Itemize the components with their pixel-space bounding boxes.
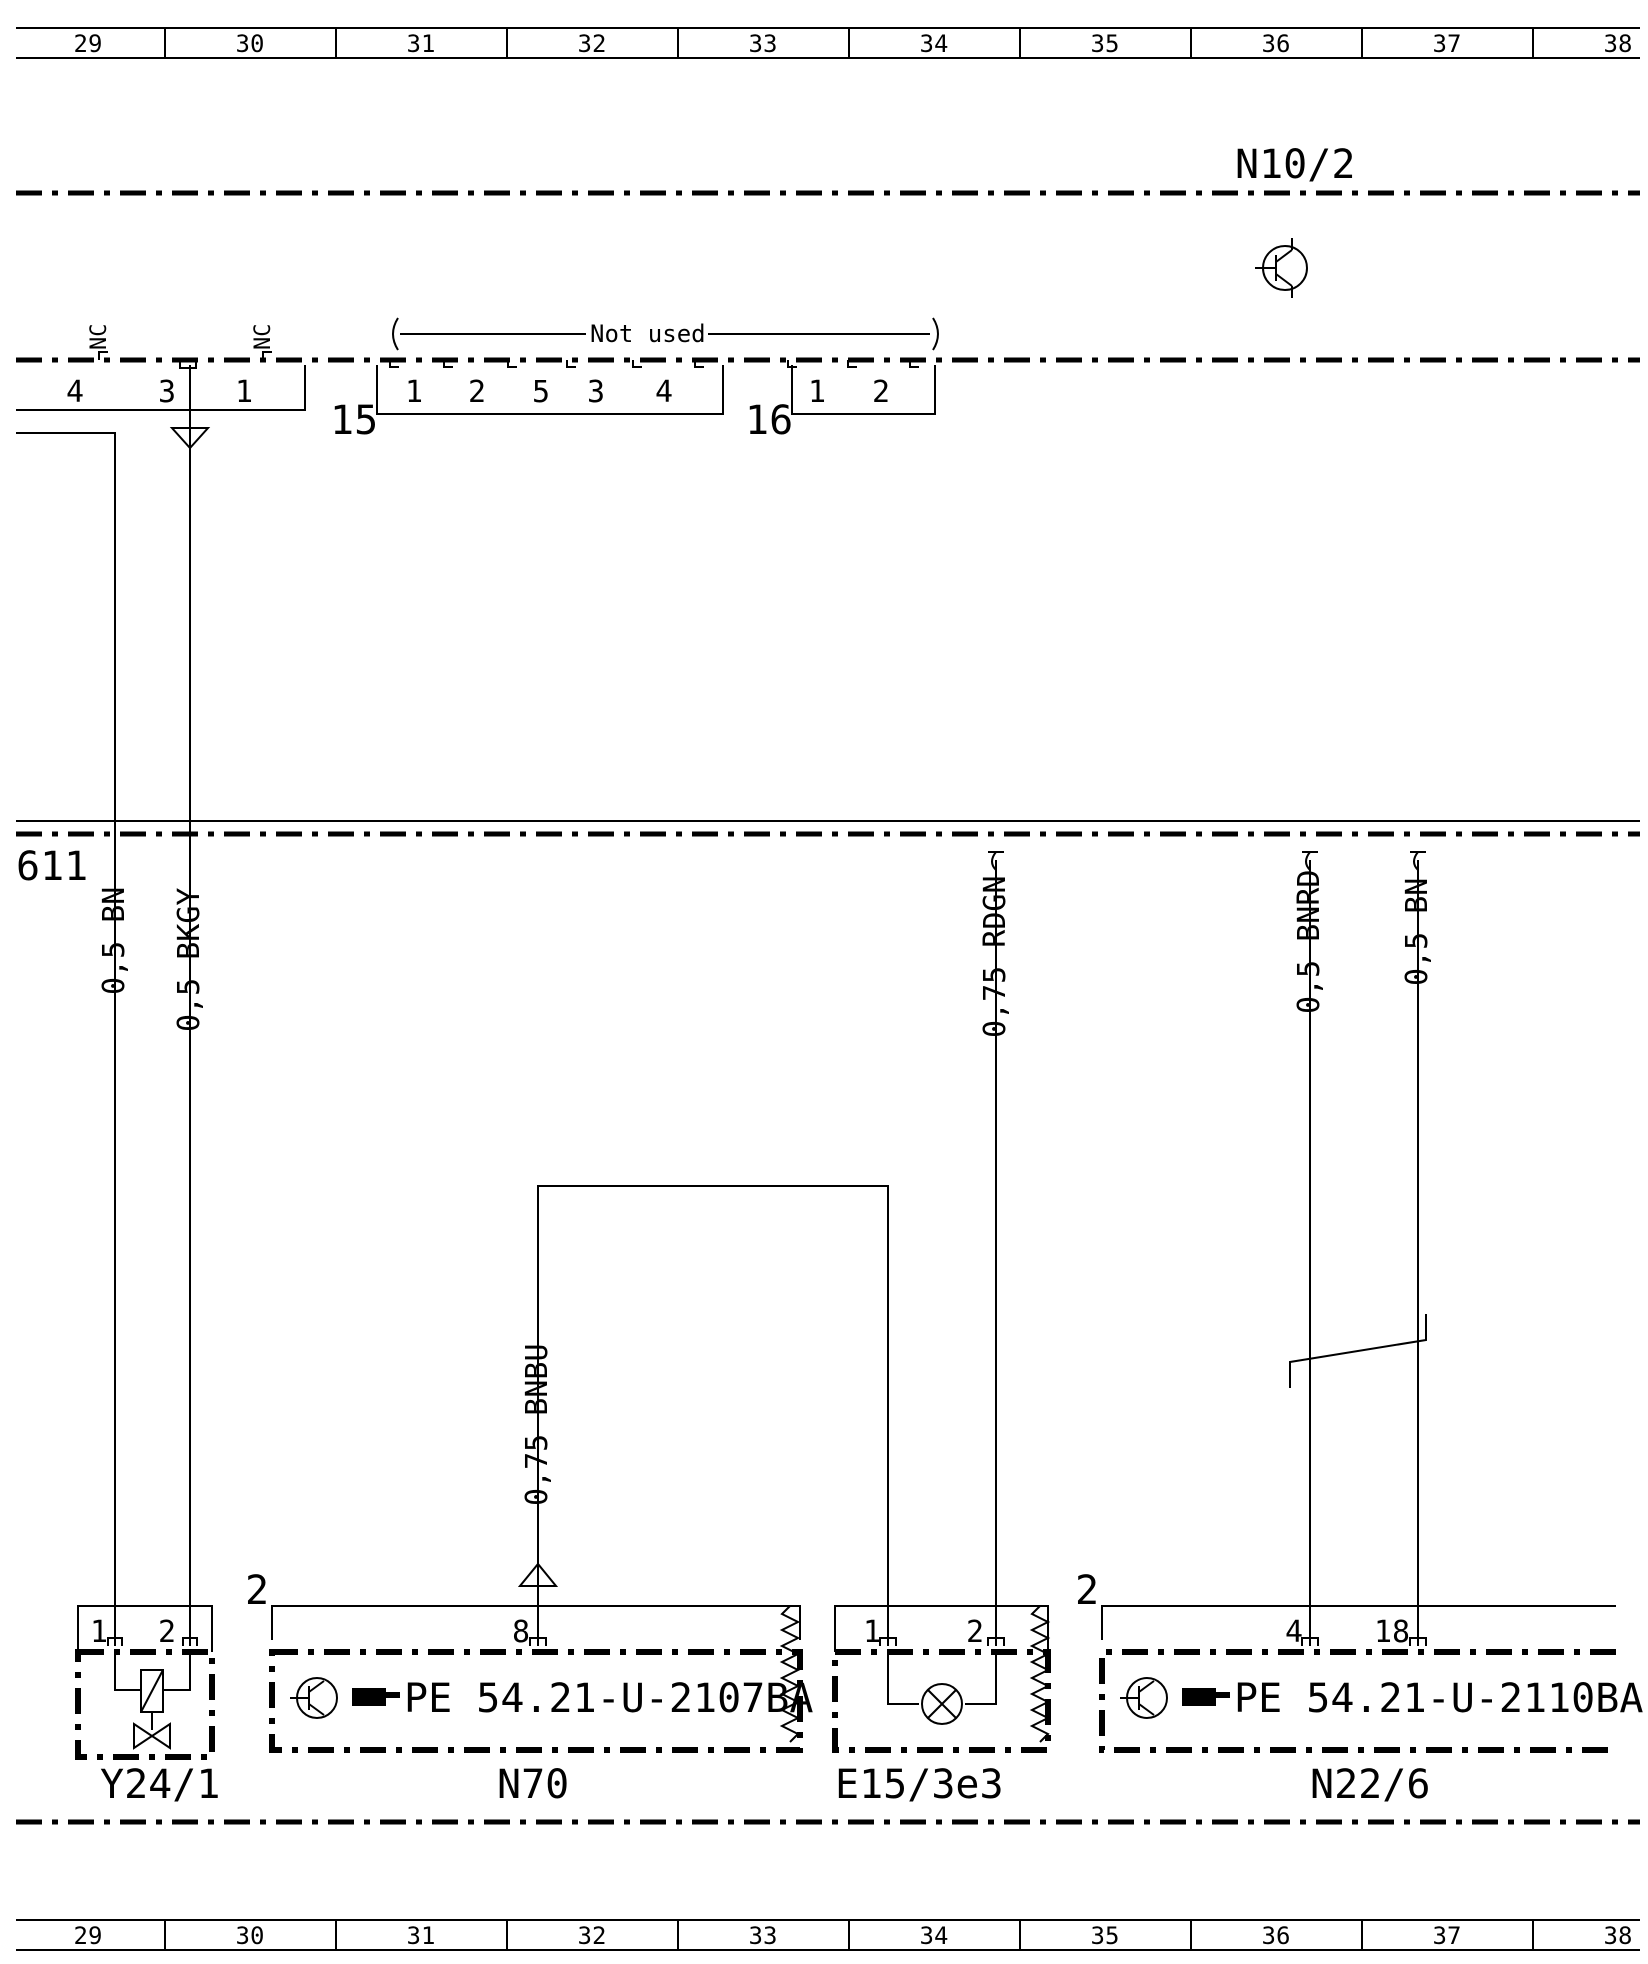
wire-label: 0,75 BNBU	[520, 1343, 555, 1506]
connector-15: 15 1 2 5 3 4	[330, 360, 724, 444]
valve-icon	[114, 1652, 191, 1750]
wire-0-5-bnrd: 0,5 BNRD	[1292, 851, 1327, 1646]
column-number: 29	[74, 30, 103, 58]
zone-611-boundary: 611	[16, 820, 1640, 890]
column-number: 30	[236, 30, 265, 58]
pin-label: 3	[158, 375, 176, 410]
module-n22-6-label: N22/6	[1310, 1762, 1430, 1808]
nc-label: NC	[251, 324, 276, 351]
wire-label: 0,5 BN	[97, 887, 132, 995]
nc-label: NC	[87, 324, 112, 351]
connector-id: 15	[330, 398, 378, 444]
column-number: 38	[1604, 30, 1633, 58]
module-n70-label: N70	[497, 1762, 569, 1808]
not-used-bracket: Not used	[392, 317, 939, 351]
connector-left: 4 3 1 NC NC	[16, 324, 306, 411]
pin-label: 4	[1285, 1615, 1303, 1650]
not-used-label: Not used	[590, 320, 706, 348]
column-number: 34	[920, 30, 949, 58]
pin-label: 18	[1374, 1615, 1410, 1650]
wire-label: 0,5 BNRD	[1292, 870, 1327, 1015]
pin-label: 1	[90, 1615, 108, 1650]
pin-label: 1	[863, 1615, 881, 1650]
lamp-icon	[921, 1683, 963, 1725]
wire-label: 0,5 BKGY	[172, 888, 207, 1033]
column-number: 36	[1262, 1922, 1291, 1950]
ground-number: 2	[245, 1568, 269, 1614]
column-number: 37	[1433, 1922, 1462, 1950]
pointing-hand-icon	[352, 1688, 400, 1706]
wire-0-5-bn-right: 0,5 BN	[1289, 851, 1435, 1646]
column-number: 36	[1262, 30, 1291, 58]
pin-label: 1	[405, 375, 423, 410]
column-ruler-bottom: 29 30 31 32 33 34 35 36 37 38	[16, 1919, 1640, 1951]
document-reference: PE 54.21-U-2107BA	[404, 1676, 813, 1722]
wire-0-5-bkgy: 0,5 BKGY	[169, 365, 211, 1646]
column-number: 37	[1433, 30, 1462, 58]
column-number: 32	[578, 1922, 607, 1950]
pin-label: 5	[532, 375, 550, 410]
pin-label: 1	[808, 375, 826, 410]
zone-label: 611	[16, 844, 88, 890]
column-ruler-top: 29 30 31 32 33 34 35 36 37 38	[16, 27, 1640, 59]
pin-label: 8	[512, 1615, 530, 1650]
connector-16: 16 1 2	[745, 360, 936, 444]
wire-0-75-bnbu: 0,75 BNBU	[517, 1185, 889, 1646]
column-number: 38	[1604, 1922, 1633, 1950]
module-n22-6: 2 4 18 PE 54.21-U-2110BA N22/6	[1075, 1568, 1643, 1808]
module-e15-3e3-label: E15/3e3	[835, 1762, 1004, 1808]
connector-id: 16	[745, 398, 793, 444]
column-number: 31	[407, 1922, 436, 1950]
module-n10-2-label: N10/2	[1235, 142, 1355, 188]
module-y24-1-label: Y24/1	[100, 1762, 220, 1808]
module-n70: 2 8 PE 54.21-U-2107BA N70	[245, 1568, 813, 1808]
pin-label: 4	[66, 375, 84, 410]
column-number: 32	[578, 30, 607, 58]
pin-label: 2	[158, 1615, 176, 1650]
wire-label: 0,5 BN	[1400, 878, 1435, 986]
document-reference: PE 54.21-U-2110BA	[1234, 1676, 1643, 1722]
wire-label: 0,75 RDGN	[978, 875, 1013, 1038]
column-number: 35	[1091, 1922, 1120, 1950]
column-number: 33	[749, 1922, 778, 1950]
module-y24-1: 1 2 Y24/1	[75, 1605, 220, 1808]
pin-label: 4	[655, 375, 673, 410]
column-number: 33	[749, 30, 778, 58]
column-number: 35	[1091, 30, 1120, 58]
column-number: 29	[74, 1922, 103, 1950]
module-e15-3e3: 1 2 E15/3e3	[832, 1605, 1051, 1808]
transistor-icon	[290, 1677, 338, 1719]
pin-label: 2	[468, 375, 486, 410]
column-number: 31	[407, 30, 436, 58]
wire-0-5-bn-left: 0,5 BN	[16, 432, 132, 1646]
pin-label: 1	[235, 375, 253, 410]
column-number: 30	[236, 1922, 265, 1950]
wire-0-75-rdgn: 0,75 RDGN	[978, 851, 1013, 1646]
column-number: 34	[920, 1922, 949, 1950]
transistor-icon	[1255, 238, 1308, 298]
ground-number: 2	[1075, 1568, 1099, 1614]
pin-label: 2	[872, 375, 890, 410]
module-n10-2: N10/2	[16, 142, 1640, 363]
pin-label: 3	[587, 375, 605, 410]
transistor-icon	[1120, 1677, 1168, 1719]
pin-label: 2	[966, 1615, 984, 1650]
pointing-hand-icon	[1182, 1688, 1230, 1706]
